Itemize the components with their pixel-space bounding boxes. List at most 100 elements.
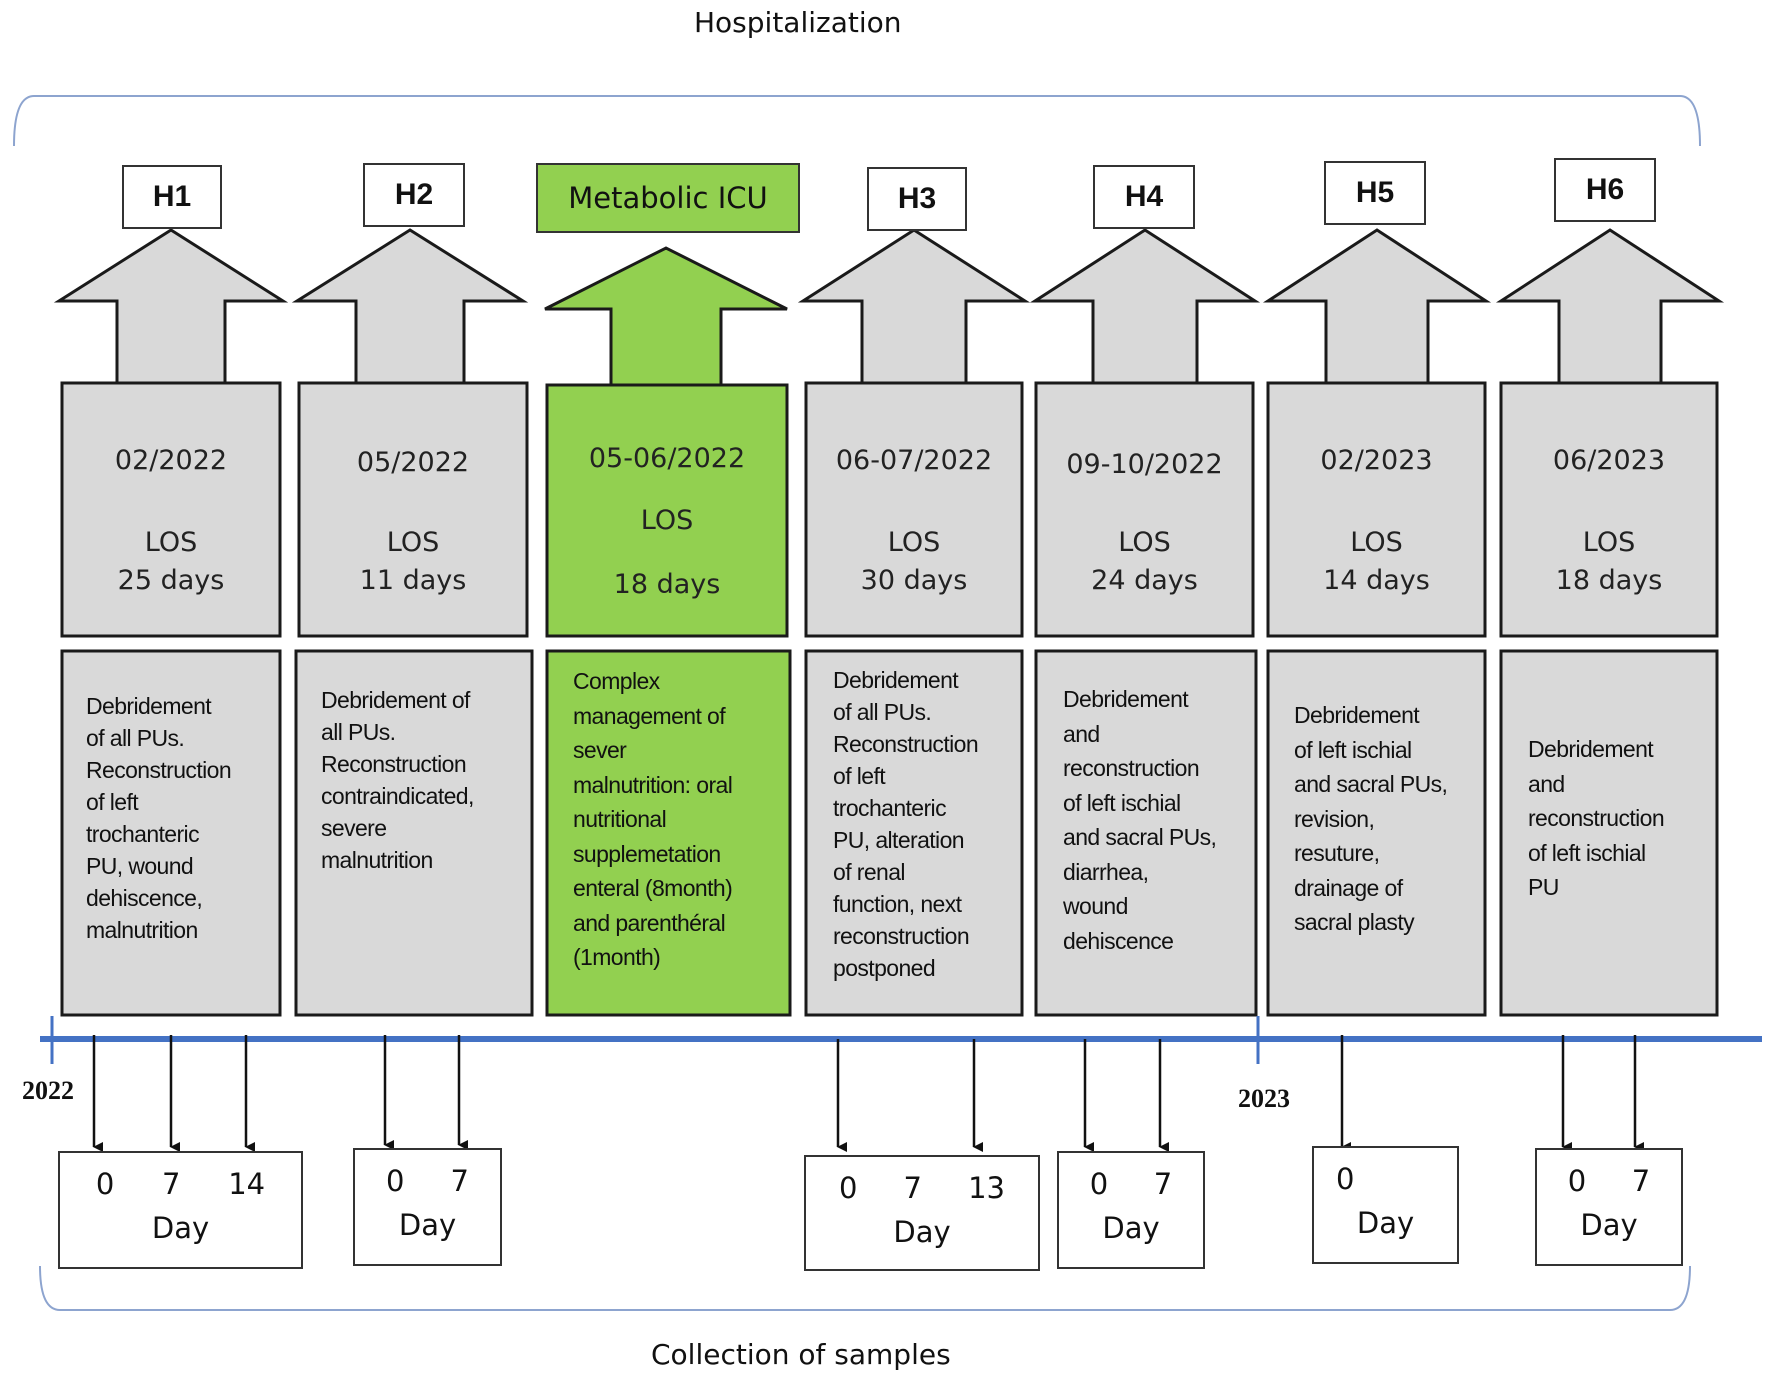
desc-line: postponed <box>833 955 936 981</box>
desc-line: malnutrition <box>86 917 198 943</box>
h1-info: 02/2022 LOS 25 days <box>62 442 280 600</box>
los-label: LOS <box>144 527 198 558</box>
desc-line: sacral plasty <box>1294 909 1415 935</box>
desc-line: revision, <box>1294 805 1375 832</box>
h4-description: Debridement and reconstruction of left i… <box>1063 682 1253 958</box>
h2-info: 05/2022 LOS 11 days <box>299 444 527 600</box>
h3-desc-box <box>804 649 1024 1017</box>
desc-line: (1month) <box>573 944 661 970</box>
desc-line: drainage of <box>1294 874 1403 901</box>
desc-line: dehiscence, <box>86 885 203 911</box>
desc-line: Reconstruction <box>321 751 467 777</box>
desc-line: of all PUs. <box>86 725 185 751</box>
los-value: 30 days <box>860 565 968 596</box>
h5-arrow <box>1262 228 1492 638</box>
h2-arrow <box>291 228 529 638</box>
h1-desc-box <box>60 649 282 1017</box>
stay-date: 09-10/2022 <box>1066 449 1223 480</box>
desc-line: Debridement <box>1063 686 1189 712</box>
h6-arrow <box>1495 228 1725 638</box>
desc-line: Reconstruction <box>833 731 979 757</box>
icu-info: 05-06/2022 LOS 18 days <box>547 440 787 604</box>
desc-line: sever <box>573 737 627 763</box>
label-h2[interactable]: H2 <box>363 163 465 227</box>
desc-line: of renal <box>833 859 906 885</box>
h2-description: Debridement of all PUs. Reconstruction c… <box>321 684 529 876</box>
desc-line: malnutrition <box>321 847 433 873</box>
hospitalization-title: Hospitalization <box>694 6 902 39</box>
h2-desc-box <box>294 649 534 1017</box>
sample-day: 0 <box>1567 1164 1587 1198</box>
desc-line: malnutrition: oral <box>573 771 733 798</box>
los-value: 18 days <box>613 569 721 600</box>
desc-line: dehiscence <box>1063 927 1174 954</box>
sample-day: 7 <box>162 1167 181 1201</box>
desc-line: supplemetation <box>573 840 721 867</box>
los-value: 14 days <box>1323 565 1430 596</box>
desc-line: Debridement <box>86 693 212 719</box>
sample-box-h5: 0 Day <box>1312 1146 1459 1264</box>
h4-desc-box <box>1034 649 1258 1017</box>
label-h5[interactable]: H5 <box>1324 161 1426 225</box>
los-label: LOS <box>640 505 694 536</box>
desc-line: of left <box>86 789 139 815</box>
desc-line: of all PUs. <box>833 699 932 725</box>
stay-date: 02/2023 <box>1320 445 1433 476</box>
desc-line: of left <box>833 763 886 789</box>
desc-line: function, next <box>833 891 962 917</box>
stay-date: 02/2022 <box>114 445 228 476</box>
samples-bracket <box>39 1265 1691 1311</box>
sample-day-label: Day <box>893 1215 951 1249</box>
hospitalization-bracket <box>13 95 1701 147</box>
sample-box-h4: 0 7 Day <box>1057 1151 1205 1269</box>
desc-line: reconstruction <box>1528 805 1665 831</box>
h1-arrow <box>53 228 289 638</box>
label-h6[interactable]: H6 <box>1554 158 1656 222</box>
desc-line: resuture, <box>1294 840 1380 866</box>
desc-line: and parenthéral <box>573 909 726 936</box>
stay-date: 05-06/2022 <box>588 443 746 474</box>
label-metabolic-icu[interactable]: Metabolic ICU <box>536 163 800 233</box>
desc-line: all PUs. <box>321 719 396 745</box>
h4-arrow <box>1029 228 1261 638</box>
sample-day: 7 <box>1631 1164 1651 1198</box>
los-label: LOS <box>887 527 941 558</box>
h6-description: Debridement and reconstruction of left i… <box>1528 732 1716 905</box>
los-label: LOS <box>1582 527 1636 558</box>
h6-desc-box <box>1499 649 1719 1017</box>
desc-line: and <box>1528 770 1565 797</box>
desc-line: management of <box>573 702 726 729</box>
desc-line: contraindicated, <box>321 783 474 809</box>
desc-line: nutritional <box>573 806 667 832</box>
label-h1[interactable]: H1 <box>122 165 222 229</box>
label-h4[interactable]: H4 <box>1093 165 1195 229</box>
desc-line: of left ischial <box>1063 789 1181 816</box>
sample-box-h2: 0 7 Day <box>353 1148 502 1266</box>
sample-day: 14 <box>228 1167 266 1201</box>
desc-line: diarrhea, <box>1063 858 1149 885</box>
h6-info: 06/2023 LOS 18 days <box>1501 442 1717 600</box>
desc-line: enteral (8month) <box>573 875 733 901</box>
los-value: 18 days <box>1555 565 1663 596</box>
desc-line: reconstruction <box>1063 755 1200 781</box>
sample-box-h6: 0 7 Day <box>1535 1148 1683 1266</box>
los-label: LOS <box>386 527 440 558</box>
los-value: 11 days <box>359 565 467 596</box>
stay-date: 06-07/2022 <box>835 445 993 476</box>
sample-day-label: Day <box>1102 1211 1160 1245</box>
sample-day: 0 <box>95 1167 115 1201</box>
collection-title: Collection of samples <box>651 1338 951 1371</box>
h5-desc-box <box>1266 649 1487 1017</box>
year-2022: 2022 <box>22 1076 74 1105</box>
sample-day: 7 <box>450 1164 469 1198</box>
sample-day-label: Day <box>1580 1208 1638 1242</box>
sample-box-h3: 0 7 13 Day <box>804 1155 1040 1271</box>
desc-line: wound <box>1063 893 1128 919</box>
h4-info: 09-10/2022 LOS 24 days <box>1036 446 1253 600</box>
label-h3[interactable]: H3 <box>867 167 967 231</box>
icu-arrow[interactable] <box>544 246 789 638</box>
desc-line: Debridement of <box>321 687 470 713</box>
desc-line: Reconstruction <box>86 757 232 783</box>
icu-description: Complex management of sever malnutrition… <box>573 664 788 975</box>
